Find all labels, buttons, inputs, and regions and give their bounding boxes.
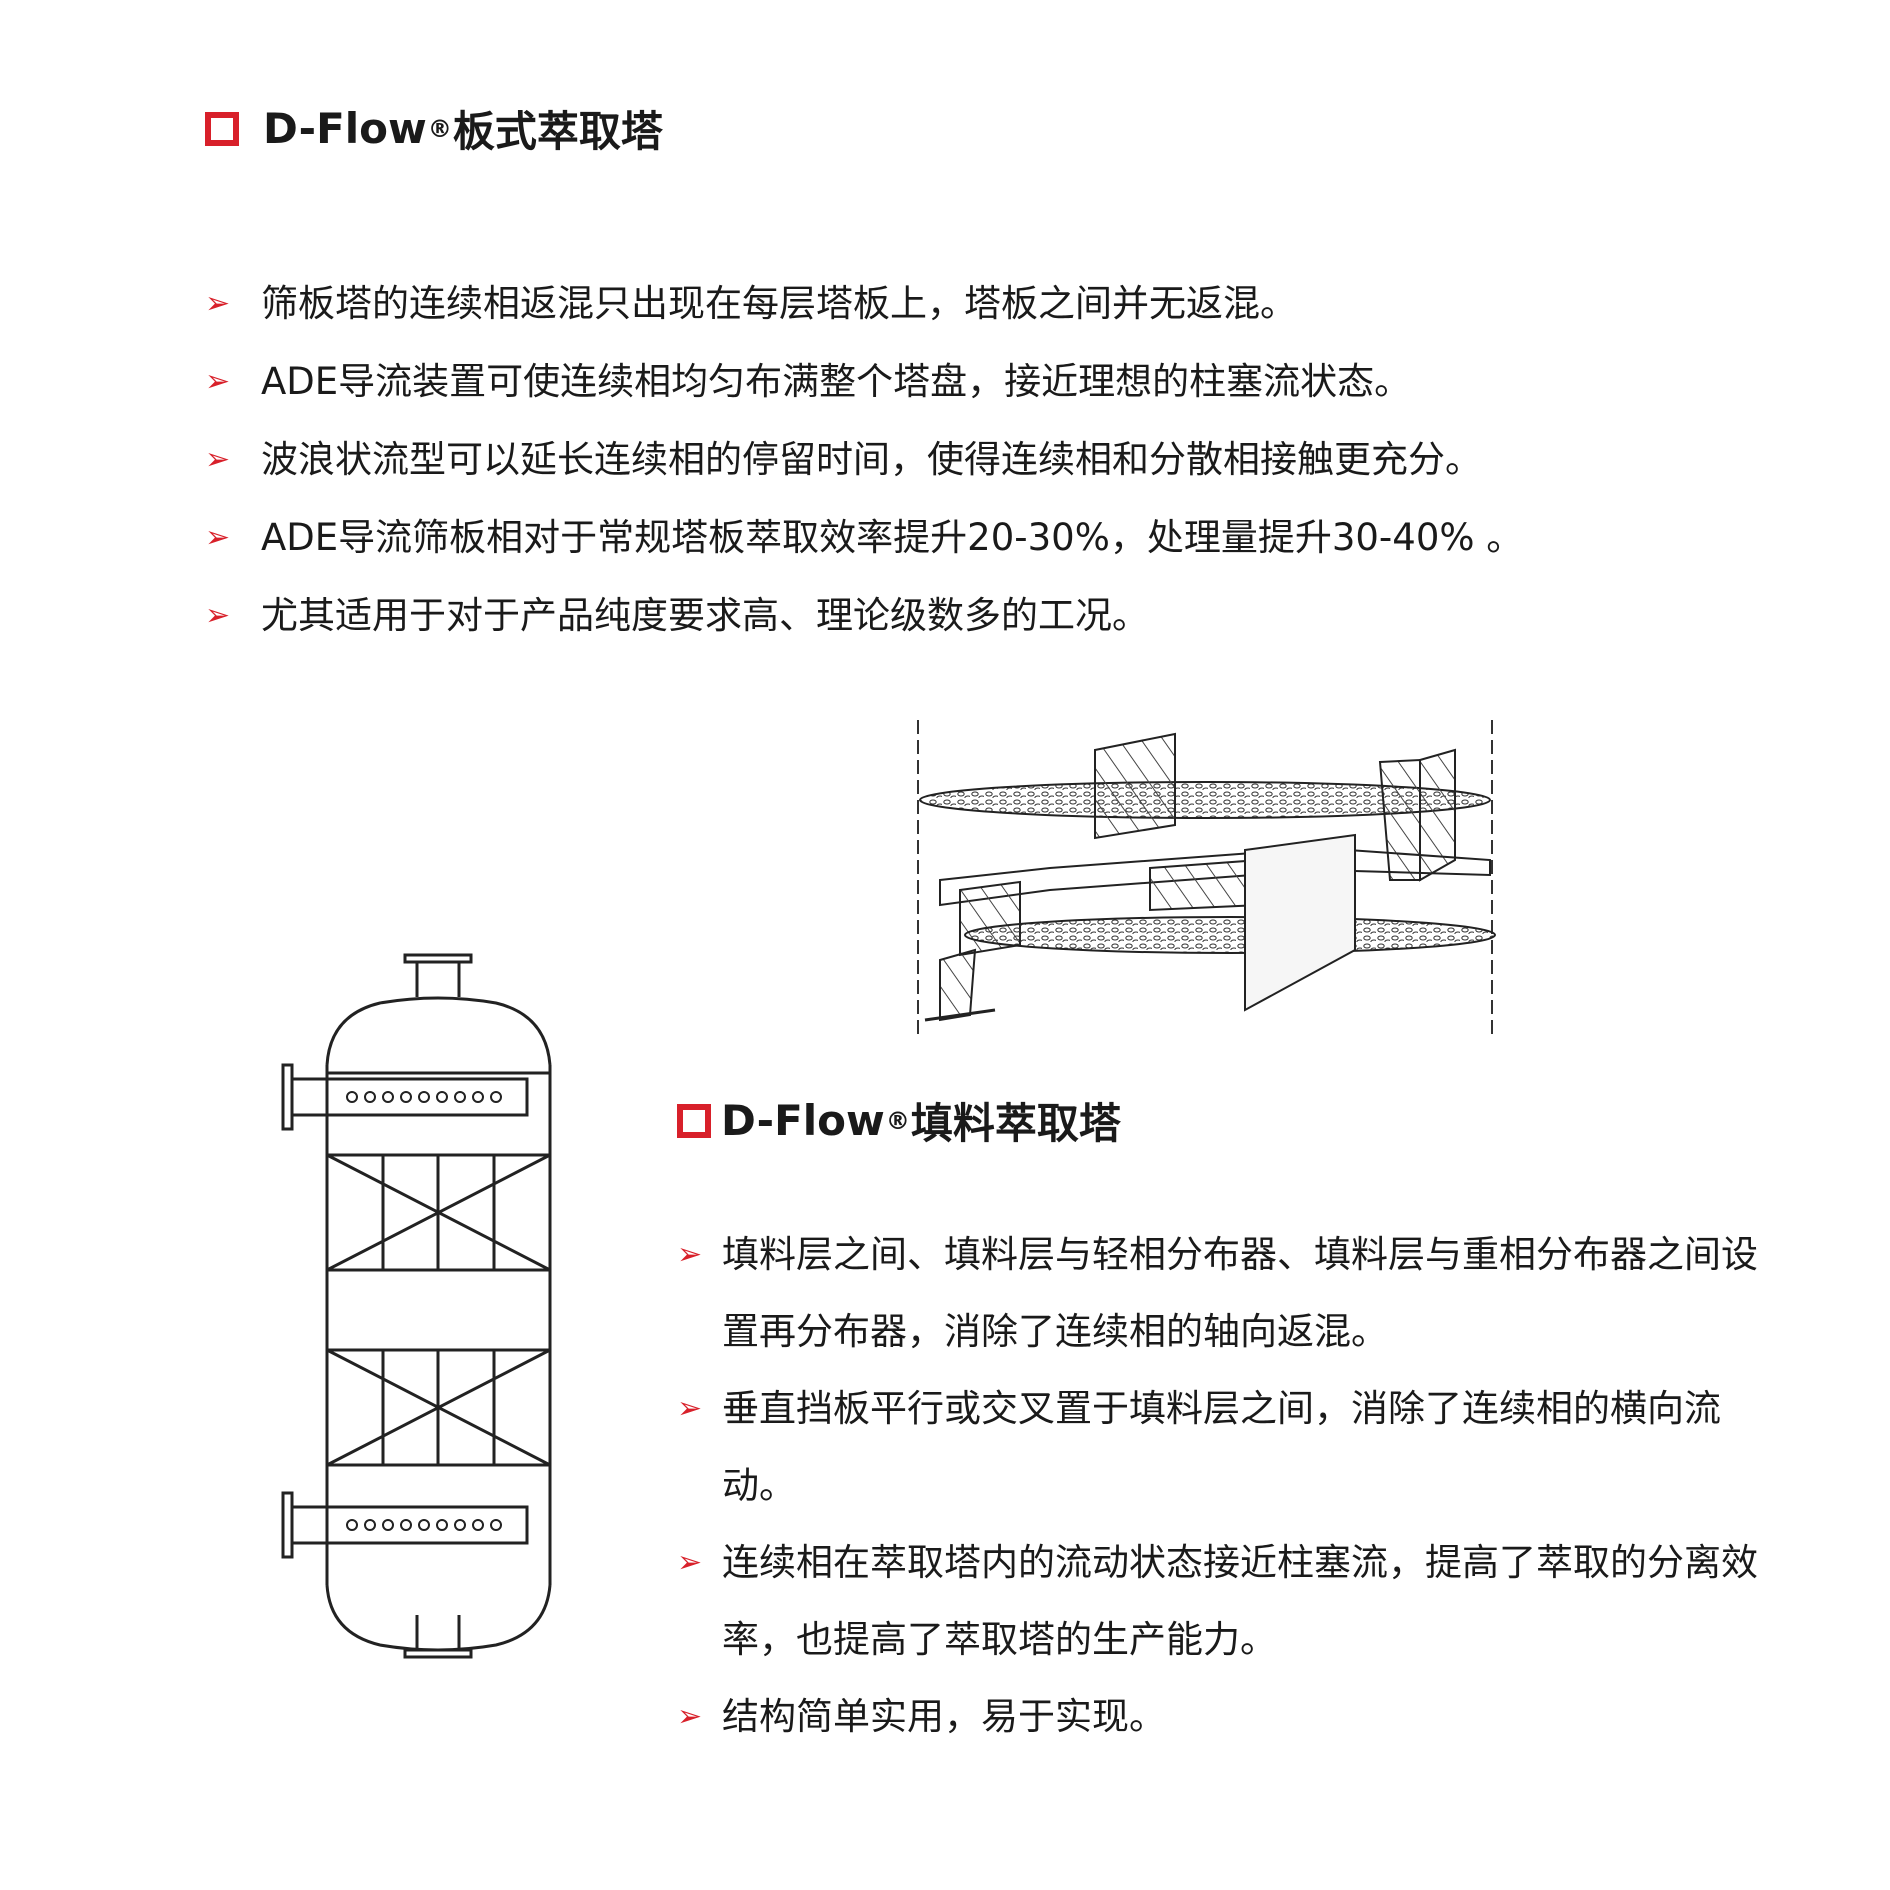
list-item: ➢ 筛板塔的连续相返混只出现在每层塔板上，塔板之间并无返混。 <box>205 265 1705 343</box>
arrow-bullet-icon: ➢ <box>677 1237 703 1272</box>
section2-title-suffix: 填料萃取塔 <box>910 1099 1121 1148</box>
registered-mark: ® <box>427 114 452 143</box>
packed-column-drawing <box>281 953 552 1659</box>
section2-heading: D-Flow®填料萃取塔 <box>677 1090 1121 1151</box>
bullet-text: 填料层之间、填料层与轻相分布器、填料层与重相分布器之间设置再分布器，消除了连续相… <box>722 1233 1758 1353</box>
bullet-text: 尤其适用于对于产品纯度要求高、理论级数多的工况。 <box>261 594 1149 637</box>
list-item: ➢ 连续相在萃取塔内的流动状态接近柱塞流，提高了萃取的分离效率，也提高了萃取塔的生… <box>677 1524 1767 1678</box>
arrow-bullet-icon: ➢ <box>205 286 231 321</box>
bullet-text: 垂直挡板平行或交叉置于填料层之间，消除了连续相的横向流动。 <box>722 1387 1721 1507</box>
list-item: ➢ 垂直挡板平行或交叉置于填料层之间，消除了连续相的横向流动。 <box>677 1370 1767 1524</box>
arrow-bullet-icon: ➢ <box>205 520 231 555</box>
section1-bullet-list: ➢ 筛板塔的连续相返混只出现在每层塔板上，塔板之间并无返混。 ➢ ADE导流装置可使… <box>205 265 1705 655</box>
section1-title-suffix: 板式萃取塔 <box>452 107 663 156</box>
bullet-text: 筛板塔的连续相返混只出现在每层塔板上，塔板之间并无返混。 <box>261 282 1297 325</box>
bullet-text: 结构简单实用，易于实现。 <box>722 1695 1166 1738</box>
list-item: ➢ 结构简单实用，易于实现。 <box>677 1678 1767 1755</box>
section2-title-prefix: D-Flow <box>721 1096 885 1145</box>
arrow-bullet-icon: ➢ <box>205 364 231 399</box>
list-item: ➢ ADE导流筛板相对于常规塔板萃取效率提升20-30%，处理量提升30-40% … <box>205 499 1705 577</box>
bullet-text: 波浪状流型可以延长连续相的停留时间，使得连续相和分散相接触更充分。 <box>261 438 1482 481</box>
arrow-bullet-icon: ➢ <box>677 1391 703 1426</box>
section1-title-prefix: D-Flow <box>263 104 427 153</box>
bullet-text: ADE导流装置可使连续相均匀布满整个塔盘，接近理想的柱塞流状态。 <box>261 360 1412 403</box>
arrow-bullet-icon: ➢ <box>205 598 231 633</box>
red-square-icon <box>205 111 239 146</box>
bullet-text: ADE导流筛板相对于常规塔板萃取效率提升20-30%，处理量提升30-40% 。 <box>261 516 1524 559</box>
section2-bullet-list: ➢ 填料层之间、填料层与轻相分布器、填料层与重相分布器之间设置再分布器，消除了连续… <box>677 1216 1767 1755</box>
arrow-bullet-icon: ➢ <box>677 1545 703 1580</box>
list-item: ➢ 尤其适用于对于产品纯度要求高、理论级数多的工况。 <box>205 577 1705 655</box>
list-item: ➢ ADE导流装置可使连续相均匀布满整个塔盘，接近理想的柱塞流状态。 <box>205 343 1705 421</box>
registered-mark: ® <box>885 1106 910 1135</box>
list-item: ➢ 填料层之间、填料层与轻相分布器、填料层与重相分布器之间设置再分布器，消除了连续… <box>677 1216 1767 1370</box>
sieve-tray-illustration <box>917 720 1496 1040</box>
bullet-text: 连续相在萃取塔内的流动状态接近柱塞流，提高了萃取的分离效率，也提高了萃取塔的生产… <box>722 1541 1758 1661</box>
arrow-bullet-icon: ➢ <box>677 1699 703 1734</box>
arrow-bullet-icon: ➢ <box>205 442 231 477</box>
red-square-icon <box>677 1103 711 1138</box>
section1-heading: D-Flow®板式萃取塔 <box>205 98 663 159</box>
list-item: ➢ 波浪状流型可以延长连续相的停留时间，使得连续相和分散相接触更充分。 <box>205 421 1705 499</box>
